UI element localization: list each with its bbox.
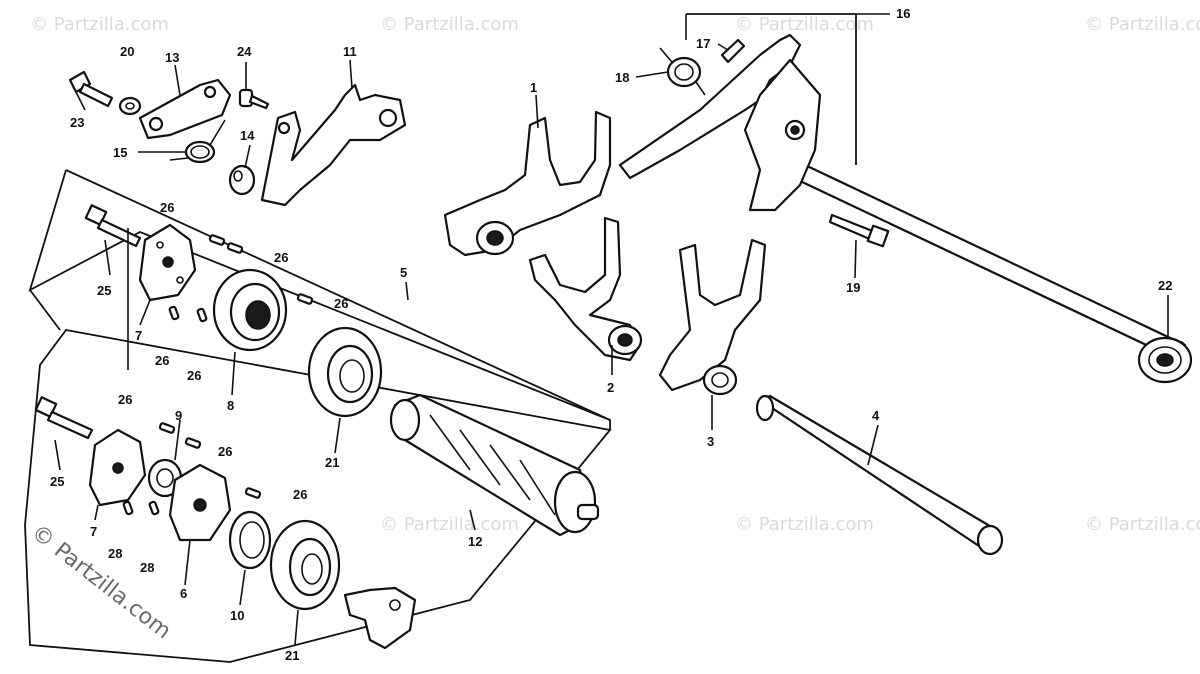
- callout-19: 19: [846, 280, 860, 295]
- part-21-bearing: [307, 326, 383, 418]
- part-19-bolt: [828, 213, 890, 248]
- part-1-shift-fork: [443, 110, 612, 257]
- part-12-shift-drum: [389, 393, 600, 537]
- callout-8: 8: [227, 398, 234, 413]
- callout-26: 26: [218, 444, 232, 459]
- part-7-pin-plate: [138, 223, 197, 302]
- callout-15: 15: [113, 145, 127, 160]
- part-2-shift-fork: [528, 216, 643, 362]
- watermark-text: © Partzilla.com: [380, 514, 519, 535]
- callout-26: 26: [160, 200, 174, 215]
- watermark-text: © Partzilla.com: [380, 14, 519, 35]
- part-4-fork-shaft: [755, 394, 1004, 556]
- part-10-seal: [228, 510, 272, 570]
- callout-25: 25: [97, 283, 111, 298]
- watermark-text: © Partzilla.com: [30, 14, 169, 35]
- corner-watermark: © Partzilla.com: [26, 520, 175, 644]
- callout-18: 18: [615, 70, 629, 85]
- part-22-seal: [1137, 336, 1193, 384]
- callout-26: 26: [187, 368, 201, 383]
- callout-6: 6: [180, 586, 187, 601]
- leader-lines: [54, 13, 1169, 646]
- callout-7: 7: [90, 524, 97, 539]
- callout-24: 24: [237, 44, 252, 59]
- callout-4: 4: [872, 408, 880, 423]
- callout-13: 13: [165, 50, 179, 65]
- part-24-pin: [238, 88, 270, 110]
- callout-20: 20: [120, 44, 134, 59]
- callout-26: 26: [155, 353, 169, 368]
- callout-12: 12: [468, 534, 482, 549]
- part-16-shift-spindle: [618, 33, 1188, 364]
- callout-26: 26: [334, 296, 348, 311]
- callout-28: 28: [140, 560, 154, 575]
- callout-2: 2: [607, 380, 614, 395]
- part-25-bolt: [34, 396, 94, 440]
- watermark-text: © Partzilla.com: [735, 14, 874, 35]
- part-6-plate: [168, 463, 232, 542]
- part-7-pin-plate: [88, 428, 147, 507]
- watermark-text: © Partzilla.com: [1085, 514, 1200, 535]
- part-21-bearing: [269, 519, 341, 611]
- group-frame-lower: [24, 329, 612, 663]
- part-17-spring: [720, 38, 746, 64]
- group-frame-5-top: [65, 169, 611, 421]
- callout-7: 7: [135, 328, 142, 343]
- part-23-bolt: [68, 70, 114, 108]
- callout-10: 10: [230, 608, 244, 623]
- part-cam-end: [343, 586, 417, 650]
- part-25-bolt: [84, 204, 142, 248]
- watermark-text: © Partzilla.com: [1085, 14, 1200, 35]
- callout-25: 25: [50, 474, 64, 489]
- callout-21: 21: [285, 648, 299, 663]
- callout-26: 26: [118, 392, 132, 407]
- callout-26: 26: [293, 487, 307, 502]
- callout-22: 22: [1158, 278, 1172, 293]
- callout-26: 26: [274, 250, 288, 265]
- callout-17: 17: [696, 36, 710, 51]
- callout-28: 28: [108, 546, 122, 561]
- callout-14: 14: [240, 128, 255, 143]
- part-3-shift-fork: [658, 238, 767, 396]
- part-20-washer: [118, 96, 142, 116]
- part-14-collar: [228, 164, 256, 196]
- part-13-stopper-plate: [138, 78, 232, 140]
- part-11-bracket: [260, 83, 407, 207]
- part-8-drum-center: [212, 268, 288, 352]
- callout-23: 23: [70, 115, 84, 130]
- watermark-text: © Partzilla.com: [735, 514, 874, 535]
- callout-1: 1: [530, 80, 537, 95]
- callout-11: 11: [343, 44, 357, 59]
- callout-16: 16: [896, 6, 910, 21]
- callout-21: 21: [325, 455, 339, 470]
- callout-labels: 1 2 3 4 5 6 7 7 8 9 10 11 12 13 14 15 16…: [50, 6, 1172, 663]
- part-26-pins: [122, 234, 314, 516]
- callout-9: 9: [175, 408, 182, 423]
- callout-3: 3: [707, 434, 714, 449]
- callout-5: 5: [400, 265, 407, 280]
- group-frame-5: [28, 169, 611, 430]
- group-frame-5-left: [29, 289, 61, 331]
